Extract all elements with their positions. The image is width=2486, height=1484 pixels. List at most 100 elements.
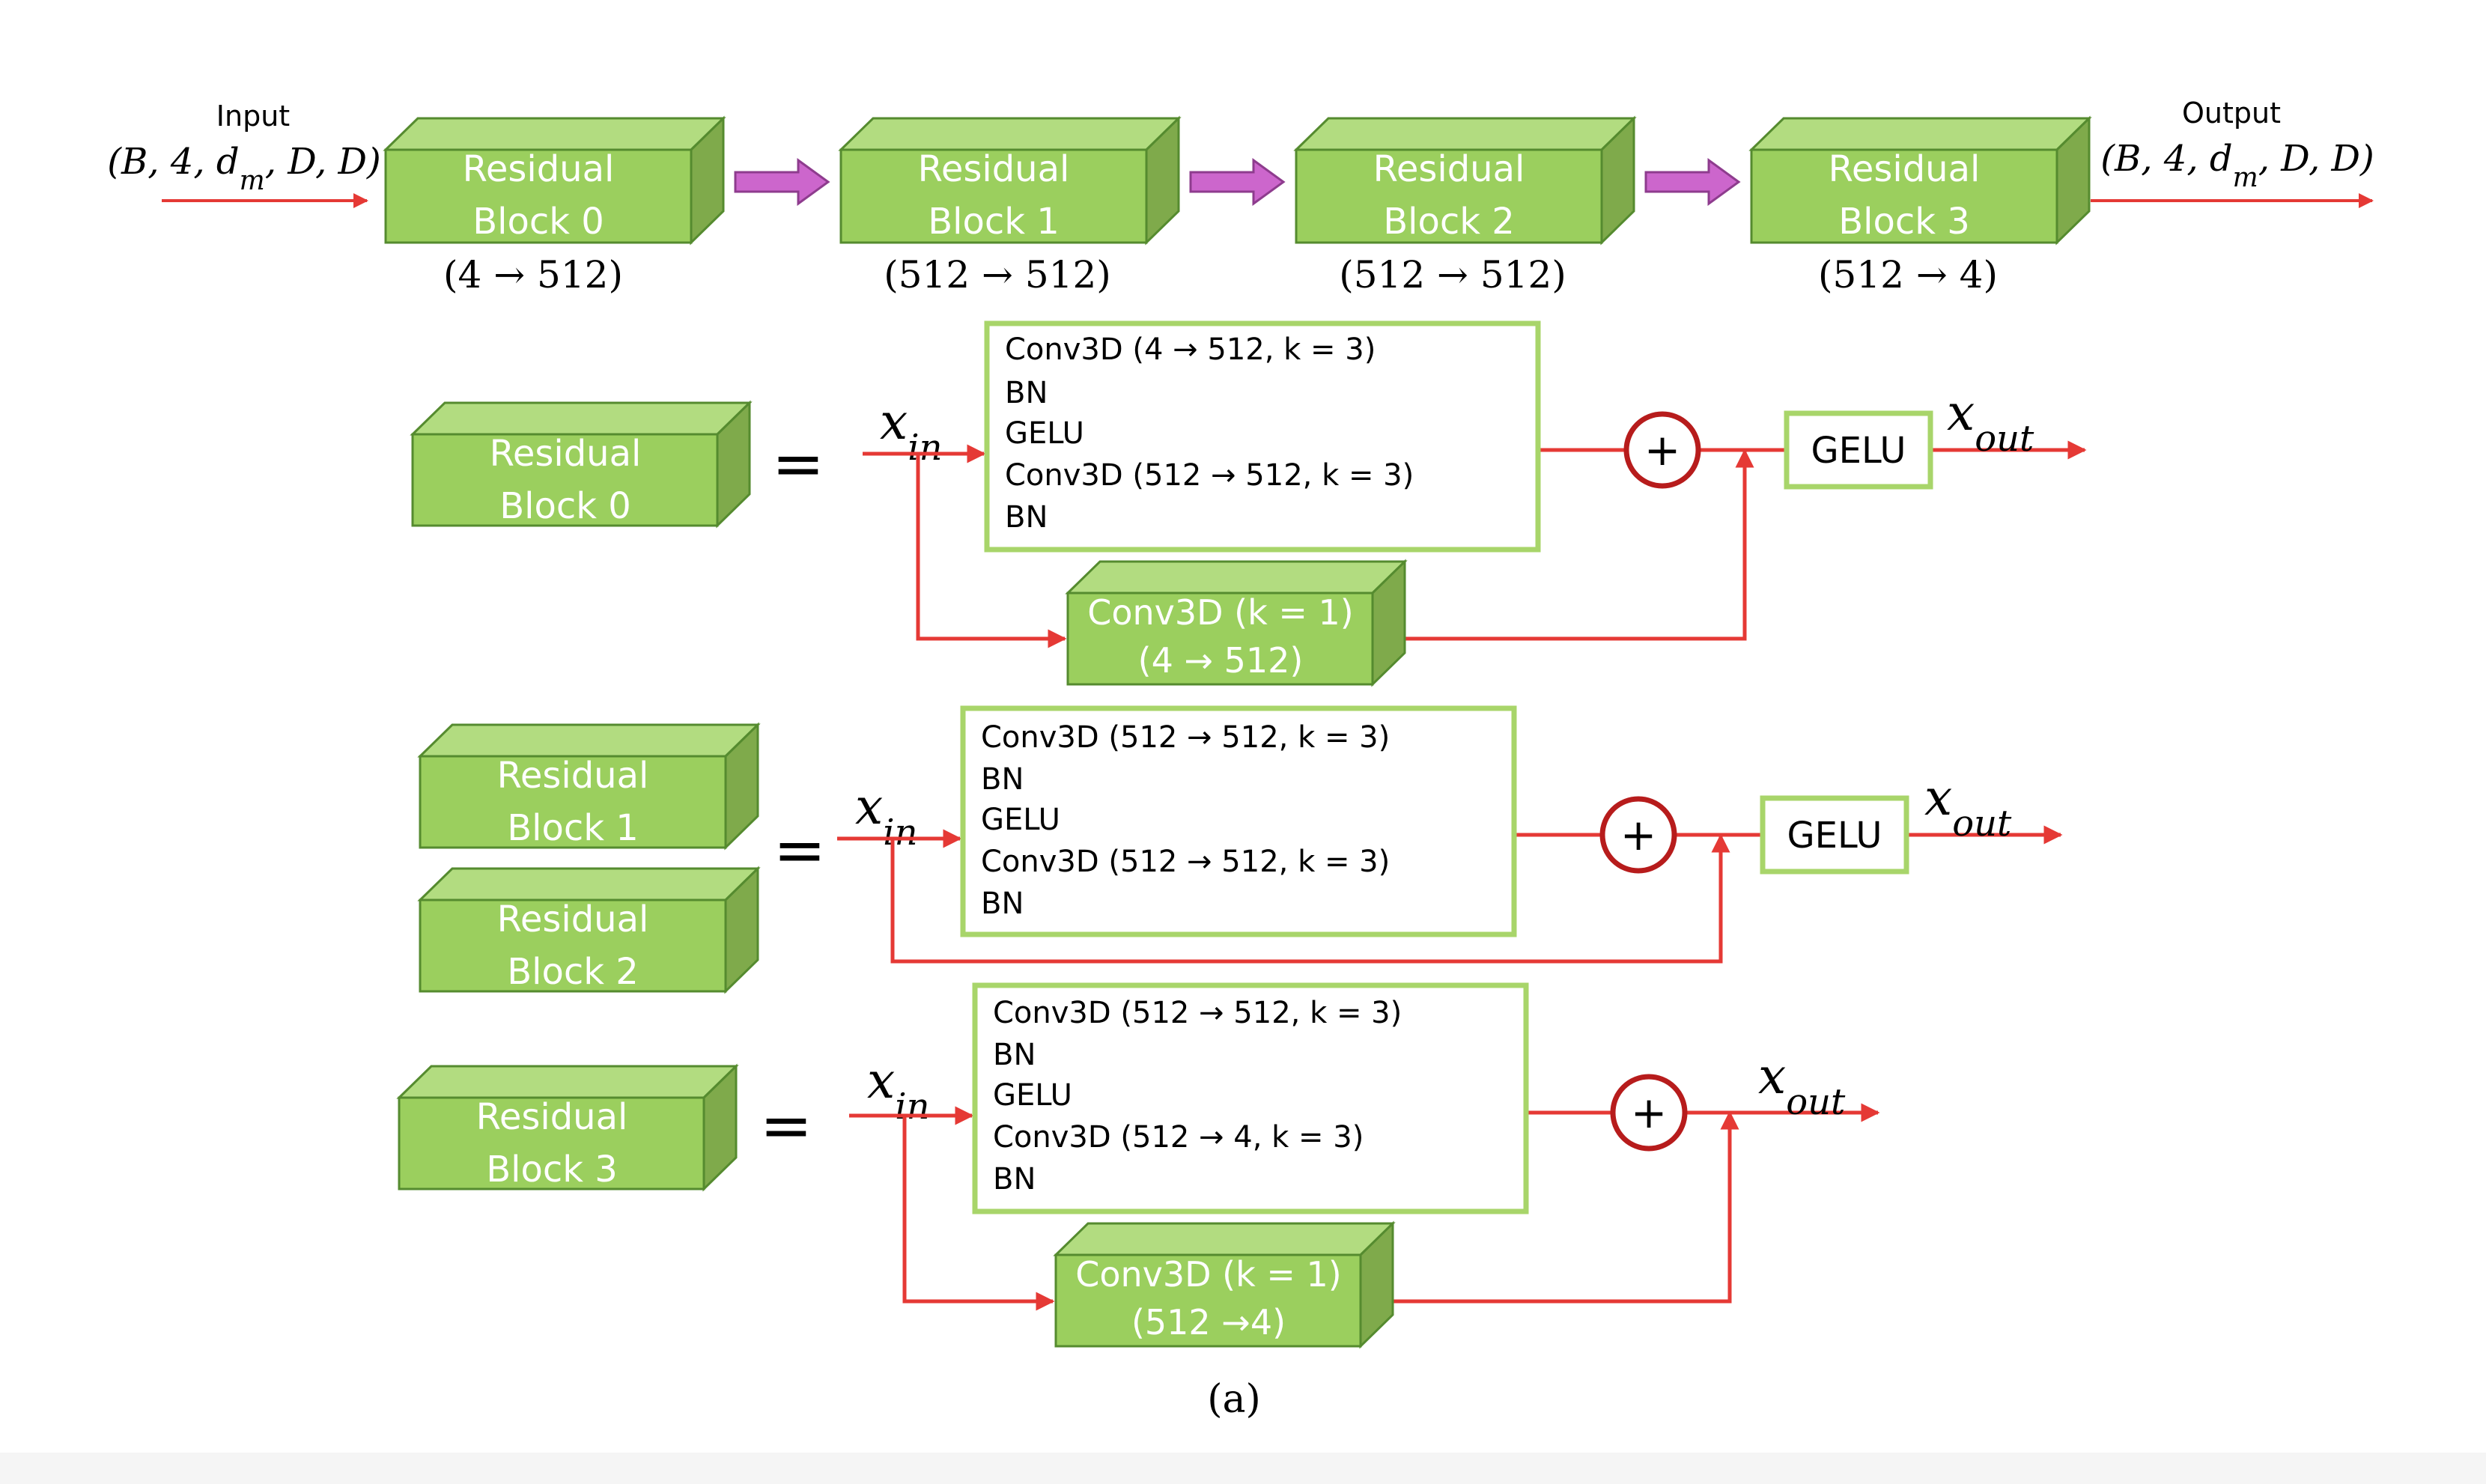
flow-arrow-0-to-1 xyxy=(734,158,830,206)
block12-x-in: xin xyxy=(855,778,918,854)
block3-sum-node xyxy=(1610,1074,1688,1152)
block3-layer-4: Conv3D (512 → 4, k = 3) xyxy=(993,1120,1364,1155)
flow-arrow-2-to-3 xyxy=(1644,158,1741,206)
block12-layer-1: Conv3D (512 → 512, k = 3) xyxy=(981,720,1390,755)
top-block-2-top-face xyxy=(1293,117,1637,151)
top-block-3-channels: (512 → 4) xyxy=(1818,253,1998,297)
top-block-2-channels: (512 → 512) xyxy=(1339,253,1566,297)
block0-name-line2: Block 0 xyxy=(499,485,631,527)
block0-sum-node xyxy=(1623,411,1701,489)
output-label: Output xyxy=(2182,97,2281,130)
block3-layer-5: BN xyxy=(993,1162,1036,1196)
output-shape: (B, 4, dm, D, D) xyxy=(2100,138,2374,193)
top-block-3-top-face xyxy=(1748,117,2092,151)
block2-name-box: Residual Block 2 xyxy=(417,866,761,994)
block0-layer-4: Conv3D (512 → 512, k = 3) xyxy=(1005,458,1414,493)
input-label: Input xyxy=(216,100,290,133)
block0-layer-5: BN xyxy=(1005,500,1048,535)
top-block-2-label-line2: Block 2 xyxy=(1383,201,1515,243)
block3-shortcut-line1: Conv3D (k = 1) xyxy=(1075,1254,1342,1295)
block3-skip-wire-in xyxy=(902,1116,1055,1311)
block12-sum-node xyxy=(1599,796,1677,874)
block12-sum-symbol: + xyxy=(1620,809,1657,860)
top-block-0: Residual Block 0 xyxy=(383,115,726,246)
top-block-1-label-line1: Residual xyxy=(918,148,1070,190)
block12-skip-wire xyxy=(890,833,1730,964)
block1-name-line2: Block 1 xyxy=(507,807,639,849)
block1-name-line1: Residual xyxy=(497,755,649,797)
bottom-strip xyxy=(0,1453,2486,1484)
block0-shortcut-line2: (4 → 512) xyxy=(1138,640,1304,681)
block0-layer-3: GELU xyxy=(1005,416,1084,451)
block3-detail: Residual Block 3 = xin Conv3D (512 → 512… xyxy=(396,982,1880,1349)
block3-layer-1: Conv3D (512 → 512, k = 3) xyxy=(993,996,1402,1030)
block0-shortcut-front-face xyxy=(1066,592,1374,686)
block0-sum-symbol: + xyxy=(1644,425,1681,475)
top-block-1-channels: (512 → 512) xyxy=(884,253,1111,297)
block2-name-line2: Block 2 xyxy=(507,951,639,993)
block0-layer-2: BN xyxy=(1005,376,1048,410)
top-row: Input (B, 4, dm, D, D) Residual Block 0 … xyxy=(107,97,2374,297)
block0-skip-wire-in xyxy=(916,454,1067,648)
block0-shortcut-top-face xyxy=(1065,560,1408,594)
top-block-1-label-line2: Block 1 xyxy=(928,201,1060,243)
block0-skip-wire-out xyxy=(1405,448,1754,641)
top-block-2-label-line1: Residual xyxy=(1373,148,1525,190)
block0-gelu-box xyxy=(1784,410,1933,490)
block0-detail: Residual Block 0 = xin Conv3D (4 → 512, … xyxy=(410,320,2087,687)
top-block-3-front-face xyxy=(1750,148,2058,244)
top-block-0-top-face xyxy=(383,117,726,151)
block3-name-front-face xyxy=(398,1096,705,1190)
block12-layer-2: BN xyxy=(981,762,1024,797)
top-block-3: Residual Block 3 xyxy=(1748,115,2092,246)
block3-name-line2: Block 3 xyxy=(486,1149,618,1190)
flow-arrow-1-to-2 xyxy=(1189,158,1286,206)
block0-name-front-face xyxy=(411,433,719,527)
top-block-0-label-line1: Residual xyxy=(463,148,615,190)
block3-shortcut-top-face xyxy=(1053,1222,1396,1256)
input-shape: (B, 4, dm, D, D) xyxy=(107,141,380,196)
block2-name-line1: Residual xyxy=(497,898,649,940)
block3-name-line1: Residual xyxy=(476,1096,628,1138)
block1-name-box: Residual Block 1 xyxy=(417,722,761,851)
block0-layer-frame xyxy=(984,320,1541,553)
block12-equals: = xyxy=(774,813,826,887)
block0-equals: = xyxy=(772,427,824,500)
block12-layer-4: Conv3D (512 → 512, k = 3) xyxy=(981,845,1390,879)
figure-caption: (a) xyxy=(1207,1377,1261,1422)
block12-layer-frame xyxy=(960,705,1517,937)
top-block-3-label-line1: Residual xyxy=(1829,148,1981,190)
block3-layer-frame xyxy=(972,982,1529,1214)
block0-name-line1: Residual xyxy=(490,433,642,475)
top-block-3-label-line2: Block 3 xyxy=(1838,201,1970,243)
block3-shortcut-line2: (512 →4) xyxy=(1131,1302,1286,1342)
top-block-1-front-face xyxy=(839,148,1148,244)
block0-gelu-label: GELU xyxy=(1811,430,1906,472)
block2-name-top-face xyxy=(417,867,761,901)
block3-sum-symbol: + xyxy=(1631,1087,1668,1138)
block0-shortcut-conv: Conv3D (k = 1) (4 → 512) xyxy=(1065,559,1408,687)
top-block-0-front-face xyxy=(384,148,693,244)
top-block-2: Residual Block 2 xyxy=(1293,115,1637,246)
block3-equals: = xyxy=(760,1089,812,1162)
top-block-1: Residual Block 1 xyxy=(838,115,1182,246)
block12-gelu-box xyxy=(1760,795,1909,875)
block3-shortcut-front-face xyxy=(1054,1253,1362,1348)
block2-name-front-face xyxy=(419,898,727,993)
block3-name-box: Residual Block 3 xyxy=(396,1063,739,1192)
block3-layer-3: GELU xyxy=(993,1078,1072,1113)
block0-shortcut-line1: Conv3D (k = 1) xyxy=(1087,592,1354,633)
block12-layer-3: GELU xyxy=(981,803,1060,837)
block12-layer-5: BN xyxy=(981,887,1024,921)
block3-skip-wire-out xyxy=(1393,1110,1739,1304)
block3-name-top-face xyxy=(396,1065,739,1099)
top-block-1-top-face xyxy=(838,117,1182,151)
block0-layer-1: Conv3D (4 → 512, k = 3) xyxy=(1005,332,1376,367)
block1-name-front-face xyxy=(419,755,727,849)
block3-shortcut-conv: Conv3D (k = 1) (512 →4) xyxy=(1053,1220,1396,1349)
block0-x-in: xin xyxy=(880,393,943,469)
block0-name-top-face xyxy=(410,401,753,436)
top-block-0-label-line2: Block 0 xyxy=(472,201,604,243)
block1-name-top-face xyxy=(417,723,761,758)
